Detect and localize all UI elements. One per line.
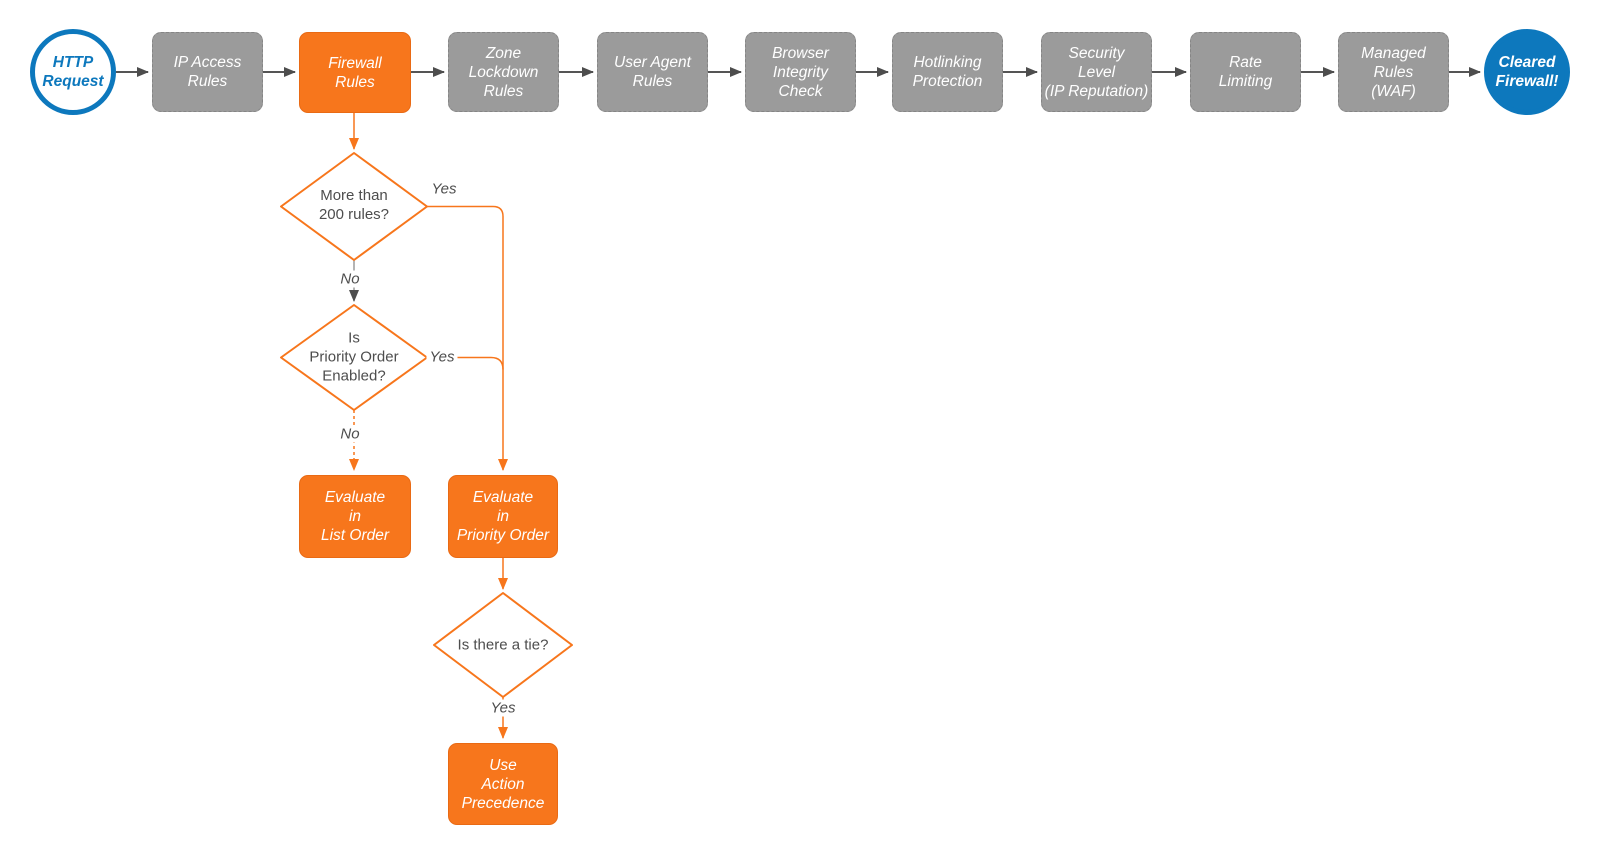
node-evaluate-list-order: Evaluate in List Order <box>299 475 411 558</box>
managed-rules-waf-label: Managed Rules (WAF) <box>1361 44 1426 100</box>
rate-limiting-label: Rate Limiting <box>1218 54 1273 90</box>
node-zone-lockdown-rules: Zone Lockdown Rules <box>448 32 559 112</box>
evaluate-priority-order-label: Evaluate in Priority Order <box>456 489 550 544</box>
node-cleared-firewall: Cleared Firewall! <box>1484 29 1570 115</box>
node-rate-limiting: Rate Limiting <box>1190 32 1301 112</box>
decision-tie-question: Is there a tie? <box>457 636 549 654</box>
user-agent-rules-label: User Agent Rules <box>614 54 691 90</box>
decision-more-than-200-question: More than 200 rules? <box>318 187 390 223</box>
decision-priority-enabled-shape <box>280 304 428 411</box>
browser-integrity-check-label: Browser Integrity Check <box>772 44 829 100</box>
edge-label-d2-no: No <box>337 425 363 443</box>
hotlinking-protection-label: Hotlinking Protection <box>912 54 983 90</box>
node-use-action-precedence: Use Action Precedence <box>448 743 558 825</box>
node-http-request: HTTP Request <box>30 29 116 115</box>
connector-d2-yes-merge <box>427 356 504 370</box>
connector-d1-yes-to-priority <box>427 205 508 471</box>
use-action-precedence-label: Use Action Precedence <box>461 756 545 812</box>
node-managed-rules-waf: Managed Rules (WAF) <box>1338 32 1449 112</box>
node-browser-integrity-check: Browser Integrity Check <box>745 32 856 112</box>
security-level-label: Security Level (IP Reputation) <box>1044 44 1149 100</box>
node-evaluate-priority-order: Evaluate in Priority Order <box>448 475 558 558</box>
decision-more-than-200-shape <box>280 152 428 261</box>
node-user-agent-rules: User Agent Rules <box>597 32 708 112</box>
edge-label-d1-yes: Yes <box>431 180 457 198</box>
cleared-firewall-label: Cleared Firewall! <box>1495 54 1559 90</box>
edge-label-d1-no: No <box>337 270 363 288</box>
decision-priority-enabled-question: Is Priority Order Enabled? <box>309 329 399 385</box>
firewall-rules-label: Firewall Rules <box>328 54 382 91</box>
node-ip-access-rules: IP Access Rules <box>152 32 263 112</box>
http-request-label: HTTP Request <box>42 54 104 90</box>
evaluate-list-order-label: Evaluate in List Order <box>320 489 390 544</box>
node-hotlinking-protection: Hotlinking Protection <box>892 32 1003 112</box>
edge-label-d2-yes: Yes <box>426 348 458 366</box>
ip-access-rules-label: IP Access Rules <box>173 54 242 90</box>
node-firewall-rules: Firewall Rules <box>299 32 411 113</box>
decision-tie-shape <box>433 592 573 698</box>
node-security-level: Security Level (IP Reputation) <box>1041 32 1152 112</box>
edge-label-d3-yes: Yes <box>487 699 519 717</box>
zone-lockdown-rules-label: Zone Lockdown Rules <box>468 44 539 100</box>
